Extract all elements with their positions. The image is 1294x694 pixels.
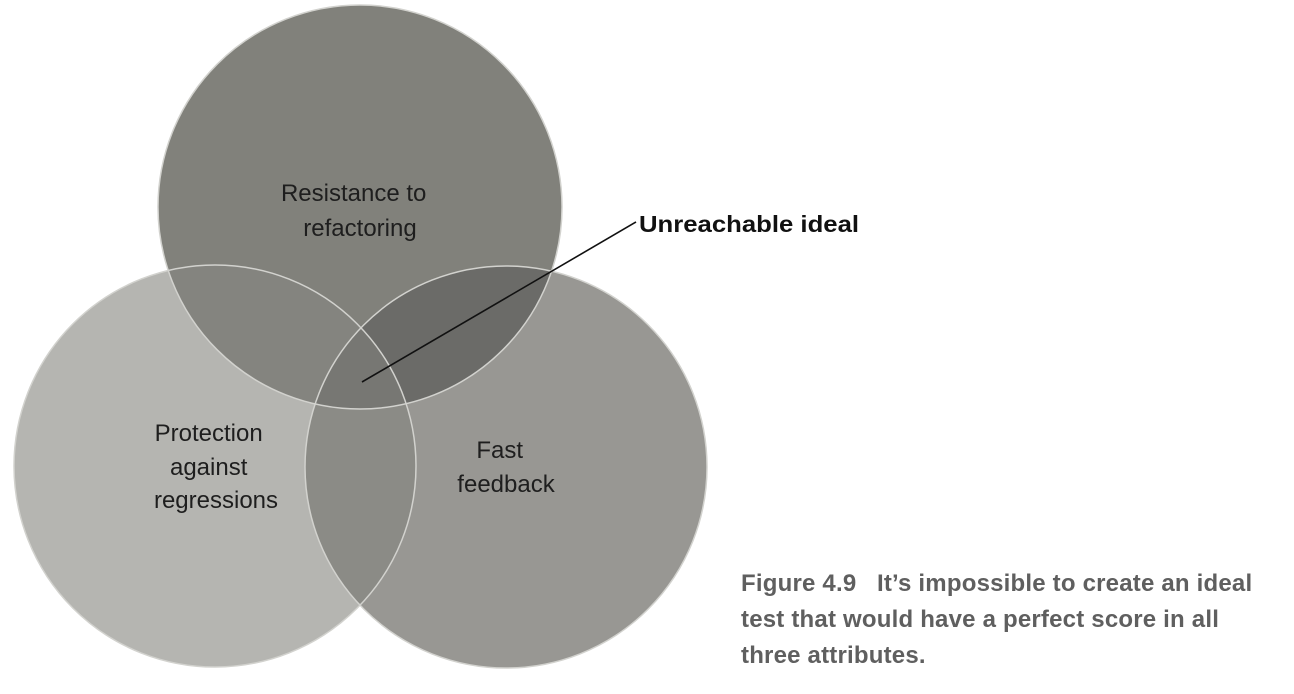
- overlap-top-left: [158, 265, 416, 409]
- figure-caption: Figure 4.9 It’s impossible to create an …: [741, 566, 1281, 674]
- label-resistance-to-refactoring: Resistance to refactoring: [281, 180, 433, 242]
- label-fast-feedback: Fast feedback: [457, 437, 555, 498]
- figure-number: Figure 4.9: [741, 570, 857, 597]
- figure-caption-text: It’s impossible to create an ideal test …: [741, 570, 1253, 669]
- callout-leader-line: [361, 221, 637, 383]
- label-protection-against-regressions: Protection against regressions: [154, 420, 278, 514]
- callout-unreachable-ideal: Unreachable ideal: [639, 211, 859, 237]
- overlap-top-right: [305, 266, 562, 409]
